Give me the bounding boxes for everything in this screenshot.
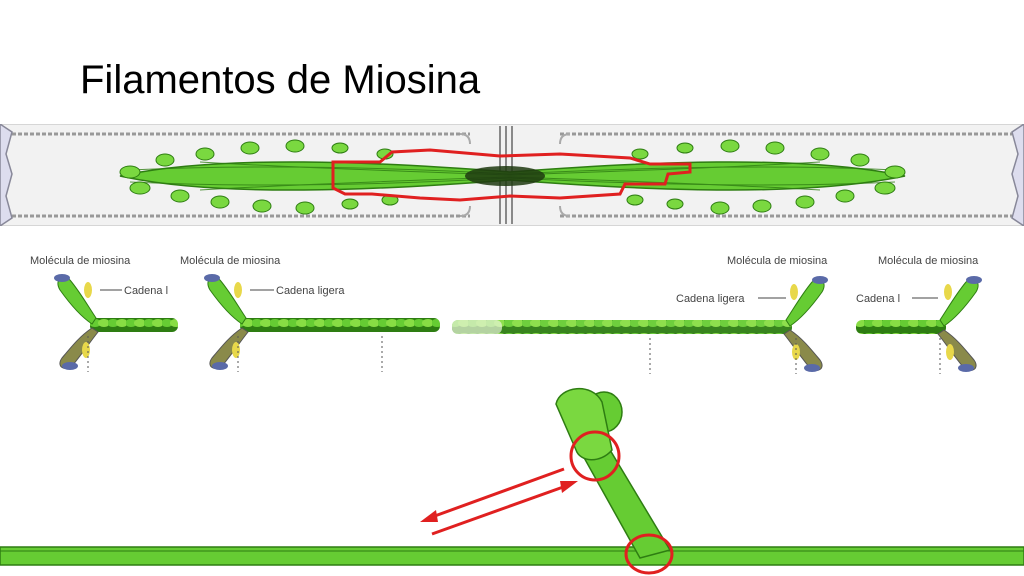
cross-bridge-panel	[0, 387, 1024, 575]
molecule-4-title: Molécula de miosina	[878, 255, 979, 267]
molecule-1-chain-label: Cadena l	[124, 285, 168, 297]
molecule-3-chain-label: Cadena ligera	[676, 293, 745, 305]
thick-filament-panel	[0, 124, 1024, 226]
molecule-1-title: Molécula de miosina	[30, 255, 131, 267]
myosin-molecule-4: Molécula de miosina Cadena l	[856, 255, 982, 374]
thin-filaments	[12, 132, 1012, 218]
bare-zone-highlight	[331, 148, 692, 202]
thick-filament-backbone	[0, 546, 1024, 566]
myosin-molecule-3: Molécula de miosina Cadena ligera	[452, 255, 828, 374]
movement-arrows	[420, 467, 578, 536]
hinge-highlight-lower	[624, 533, 674, 575]
molecule-2-title: Molécula de miosina	[180, 255, 281, 267]
molecule-3-title: Molécula de miosina	[727, 255, 828, 267]
myosin-molecule-1: Molécula de miosina Cadena l	[30, 255, 178, 372]
z-disc-left	[0, 124, 13, 226]
myosin-molecule-2: Molécula de miosina Cadena ligera	[180, 255, 440, 372]
myosin-molecules-panel: Molécula de miosina Cadena l Molécula de…	[30, 255, 982, 374]
hinge-highlight-upper	[569, 430, 621, 482]
z-disc-right	[1011, 124, 1024, 226]
molecule-2-chain-label: Cadena ligera	[276, 285, 345, 297]
myosin-bundle	[119, 139, 906, 215]
molecule-4-chain-label: Cadena l	[856, 293, 900, 305]
slide-title: Filamentos de Miosina	[80, 58, 481, 102]
